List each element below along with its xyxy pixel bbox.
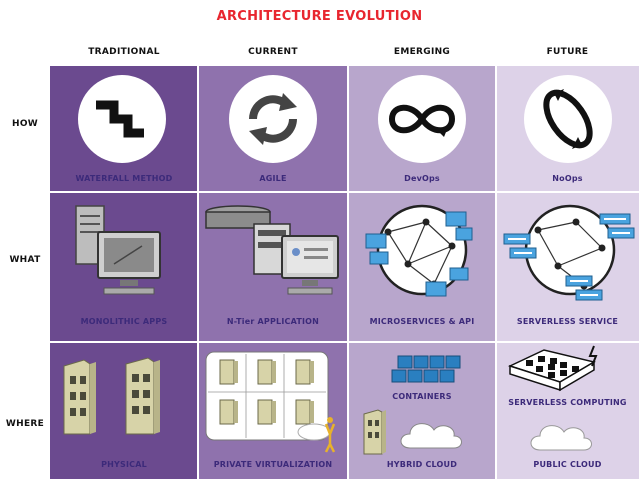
column-header-future: FUTURE bbox=[546, 47, 589, 57]
what-label-emerging: MICROSERVICES & API bbox=[369, 317, 475, 326]
what-label-current: N-Tier APPLICATION bbox=[226, 317, 320, 326]
server-desktop-icon bbox=[205, 205, 339, 295]
grid-divider bbox=[50, 191, 639, 193]
grid-divider bbox=[495, 66, 497, 479]
cell-what-current: N-Tier APPLICATION bbox=[198, 192, 348, 342]
what-label-future: SERVERLESS SERVICE bbox=[516, 317, 619, 326]
column-header-current: CURRENT bbox=[248, 47, 298, 57]
column-header-emerging: EMERGING bbox=[393, 47, 451, 57]
staircase-icon bbox=[78, 75, 166, 163]
container-stack-icon bbox=[391, 355, 461, 383]
where-label-future-bottom: PUBLIC CLOUD bbox=[533, 460, 602, 469]
building-icon bbox=[63, 357, 160, 435]
where-label-future-top: SERVERLESS COMPUTING bbox=[508, 398, 627, 407]
how-label-future: NoOps bbox=[552, 174, 583, 183]
where-label-current: PRIVATE VIRTUALIZATION bbox=[213, 460, 333, 469]
cell-how-future: NoOps bbox=[496, 66, 639, 192]
diagram-title: ARCHITECTURE EVOLUTION bbox=[216, 9, 423, 24]
infinity-loop-icon bbox=[378, 75, 466, 163]
where-label-traditional: PHYSICAL bbox=[101, 460, 147, 469]
row-header-how: HOW bbox=[11, 119, 38, 129]
cell-where-traditional: PHYSICAL bbox=[50, 342, 198, 479]
cell-how-emerging: DevOps bbox=[348, 66, 496, 192]
row-header-where: WHERE bbox=[5, 419, 45, 429]
public-cloud-icon bbox=[530, 425, 592, 451]
row-header-what: WHAT bbox=[9, 255, 41, 265]
grid-divider bbox=[347, 66, 349, 479]
hybrid-cloud-icon bbox=[363, 409, 462, 455]
cell-where-future: SERVERLESS COMPUTING PUBLIC CLOUD bbox=[496, 342, 639, 479]
grid-divider bbox=[197, 66, 199, 479]
how-label-current: AGILE bbox=[259, 174, 287, 183]
cell-how-traditional: WATERFALL METHOD bbox=[50, 66, 198, 192]
grid-divider bbox=[50, 341, 639, 343]
where-label-emerging-top: CONTAINERS bbox=[392, 392, 452, 401]
serverless-rack-icon bbox=[507, 345, 598, 392]
cell-what-traditional: MONOLITHIC APPS bbox=[50, 192, 198, 342]
ellipse-loop-icon bbox=[524, 75, 612, 163]
cell-where-current: PRIVATE VIRTUALIZATION bbox=[198, 342, 348, 479]
how-label-traditional: WATERFALL METHOD bbox=[75, 174, 173, 183]
cell-how-current: AGILE bbox=[198, 66, 348, 192]
how-label-emerging: DevOps bbox=[404, 174, 440, 183]
cell-what-future: SERVERLESS SERVICE bbox=[496, 192, 639, 342]
microservice-network-icon bbox=[365, 204, 473, 297]
server-grid-icon bbox=[205, 351, 336, 453]
column-header-traditional: TRADITIONAL bbox=[88, 47, 160, 57]
serverless-network-icon bbox=[503, 204, 635, 301]
refresh-arrows-icon bbox=[229, 75, 317, 163]
cell-what-emerging: MICROSERVICES & API bbox=[348, 192, 496, 342]
cell-where-emerging: CONTAINERS HYBRID CLOUD bbox=[348, 342, 496, 479]
what-label-traditional: MONOLITHIC APPS bbox=[80, 317, 168, 326]
mainframe-computer-icon bbox=[75, 205, 161, 295]
where-label-emerging-bottom: HYBRID CLOUD bbox=[386, 460, 458, 469]
